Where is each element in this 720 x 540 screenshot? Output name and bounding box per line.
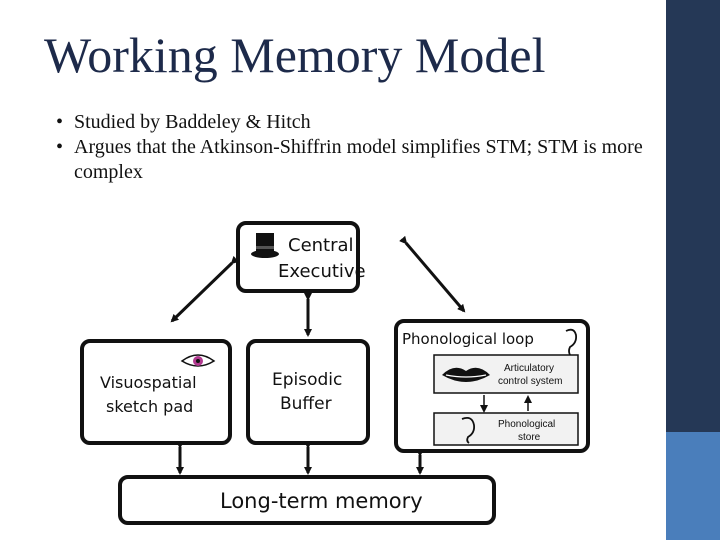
phonological-loop-box: Phonological loop Articulatory control s… bbox=[394, 319, 590, 453]
central-executive-label-1: Central bbox=[288, 235, 354, 256]
ear-icon bbox=[461, 416, 476, 444]
slide-title: Working Memory Model bbox=[44, 27, 546, 83]
episodic-buffer-label-2: Buffer bbox=[280, 394, 332, 414]
visuospatial-box: Visuospatial sketch pad bbox=[80, 339, 232, 445]
articulatory-box: Articulatory control system bbox=[433, 354, 579, 394]
phonological-store-box: Phonological store bbox=[433, 412, 579, 446]
central-executive-box: Central Executive bbox=[236, 221, 366, 293]
bullet-list: Studied by Baddeley & Hitch Argues that … bbox=[56, 110, 656, 185]
working-memory-diagram: Central Executive Visuospatial sketch pa… bbox=[80, 221, 590, 525]
top-hat-icon bbox=[251, 233, 279, 258]
articulatory-label-2: control system bbox=[498, 376, 562, 387]
phonological-store-label-1: Phonological bbox=[498, 419, 555, 430]
visuospatial-label-2: sketch pad bbox=[106, 397, 193, 416]
bullet-item: Studied by Baddeley & Hitch bbox=[56, 110, 656, 135]
arrow-ce-phonological bbox=[399, 235, 466, 313]
phonological-loop-label: Phonological loop bbox=[402, 330, 534, 348]
arrow-ce-visuospatial bbox=[170, 255, 240, 323]
visuospatial-label-1: Visuospatial bbox=[100, 373, 197, 392]
lips-icon bbox=[442, 367, 490, 382]
sidebar-accent bbox=[666, 432, 720, 540]
eye-icon bbox=[180, 354, 216, 367]
episodic-buffer-label-1: Episodic bbox=[272, 370, 342, 390]
phonological-store-label-2: store bbox=[518, 432, 541, 443]
ear-icon bbox=[565, 328, 578, 356]
bullet-item: Argues that the Atkinson-Shiffrin model … bbox=[56, 135, 656, 185]
episodic-buffer-box: Episodic Buffer bbox=[246, 339, 370, 445]
articulatory-label-1: Articulatory bbox=[504, 363, 554, 374]
long-term-memory-box: Long-term memory bbox=[118, 475, 496, 525]
central-executive-label-2: Executive bbox=[278, 261, 366, 282]
long-term-memory-label: Long-term memory bbox=[220, 489, 423, 513]
